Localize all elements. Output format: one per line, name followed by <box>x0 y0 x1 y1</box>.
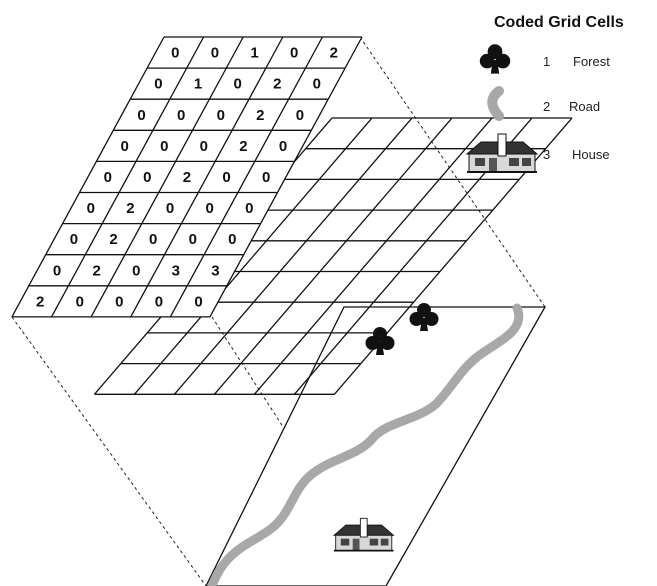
grid-cell-code: 2 <box>36 293 44 310</box>
grid-cell-code: 0 <box>189 231 197 248</box>
coded-grid-line <box>130 36 284 318</box>
grid-cell-code: 0 <box>200 138 208 155</box>
grid-cell-code: 0 <box>120 138 128 155</box>
grid-cell-code: 0 <box>233 76 241 93</box>
grid-cell-code: 2 <box>183 169 191 186</box>
grid-cell-code: 0 <box>290 45 298 62</box>
legend-title: Coded Grid Cells <box>494 14 624 31</box>
back-grid-line <box>253 117 493 395</box>
coded-grid-line <box>209 36 363 318</box>
legend-code-forest: 1 <box>543 54 550 69</box>
grid-cell-code: 0 <box>149 231 157 248</box>
grid-cell-code: 0 <box>137 107 145 124</box>
legend-label-road: Road <box>569 99 600 114</box>
back-grid-line <box>173 117 413 395</box>
grid-cell-code: 0 <box>262 169 270 186</box>
legend-label-house: House <box>572 147 610 162</box>
grid-cell-code: 2 <box>239 138 247 155</box>
grid-cell-code: 0 <box>313 76 321 93</box>
coded-grid-background <box>11 37 363 317</box>
grid-cell-code: 0 <box>166 200 174 217</box>
grid-cell-code: 0 <box>177 107 185 124</box>
projection-line-top <box>359 36 546 308</box>
grid-cell-code: 0 <box>217 107 225 124</box>
grid-cell-code: 0 <box>171 45 179 62</box>
map-tree-icon <box>409 303 439 331</box>
coded-grid-line <box>90 36 244 318</box>
grid-cell-code: 0 <box>87 200 95 217</box>
legend-code-house: 3 <box>543 147 550 162</box>
coded-grid-line <box>169 36 323 318</box>
projection-line-left <box>11 316 207 586</box>
grid-cell-code: 0 <box>205 200 213 217</box>
grid-cell-code: 0 <box>296 107 304 124</box>
grid-cell-code: 0 <box>211 45 219 62</box>
back-grid-line <box>133 117 373 395</box>
grid-cell-code: 3 <box>172 262 180 279</box>
grid-cell-code: 0 <box>245 200 253 217</box>
grid-cell-code: 0 <box>222 169 230 186</box>
grid-cell-code: 0 <box>279 138 287 155</box>
grid-cell-code: 0 <box>132 262 140 279</box>
grid-cell-code: 2 <box>256 107 264 124</box>
tree-icon <box>479 44 511 74</box>
grid-cell-code: 0 <box>155 293 163 310</box>
grid-cell-code: 1 <box>250 45 258 62</box>
grid-cell-code: 2 <box>273 76 281 93</box>
grid-cell-code: 0 <box>70 231 78 248</box>
grid-cell-code: 0 <box>104 169 112 186</box>
grid-cell-code: 0 <box>115 293 123 310</box>
grid-cell-code: 1 <box>194 76 202 93</box>
grid-cell-code: 0 <box>143 169 151 186</box>
road-path <box>207 303 524 586</box>
grid-cell-code: 2 <box>92 262 100 279</box>
grid-cell-code: 0 <box>160 138 168 155</box>
coded-grid-line <box>11 36 165 318</box>
legend-label-forest: Forest <box>573 54 610 69</box>
grid-cell-code: 0 <box>194 293 202 310</box>
map-house-icon <box>332 517 395 552</box>
grid-cell-code: 3 <box>211 262 219 279</box>
grid-cell-code: 0 <box>53 262 61 279</box>
grid-cell-code: 0 <box>154 76 162 93</box>
house-icon <box>465 133 539 173</box>
legend-code-road: 2 <box>543 99 550 114</box>
grid-cell-code: 2 <box>330 45 338 62</box>
grid-cell-code: 0 <box>76 293 84 310</box>
back-grid-line <box>213 117 453 395</box>
coded-grid-line <box>50 36 205 318</box>
legend: Coded Grid Cells 1 Forest 2 Road 3 House <box>465 14 624 173</box>
grid-cell-code: 0 <box>228 231 236 248</box>
grid-cell-code: 2 <box>109 231 117 248</box>
map-plane <box>205 303 547 586</box>
road-icon <box>487 86 504 121</box>
grid-cell-code: 2 <box>126 200 134 217</box>
